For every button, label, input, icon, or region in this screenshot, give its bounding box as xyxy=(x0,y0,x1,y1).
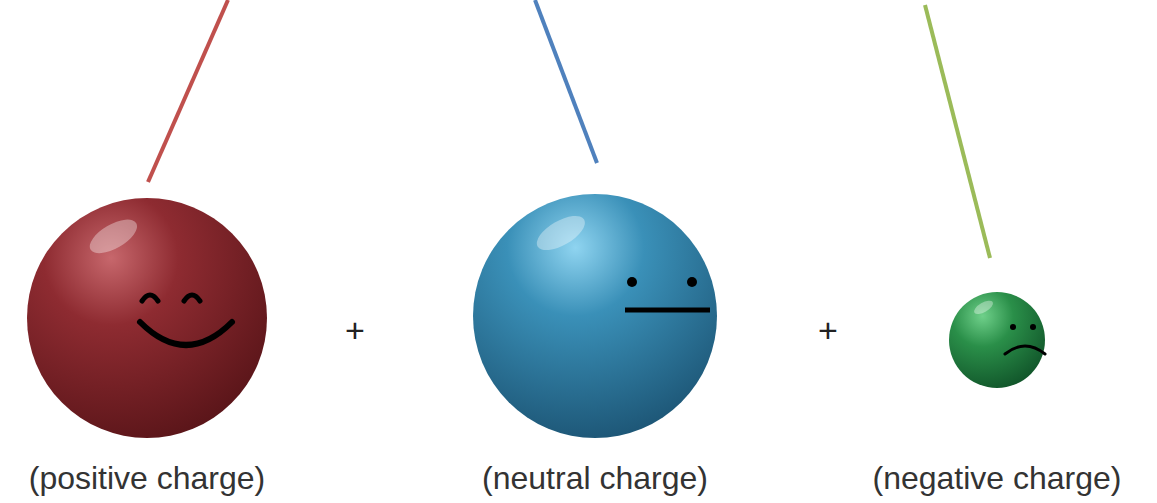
sphere-highlight xyxy=(85,213,143,260)
plus-sign: + xyxy=(345,311,365,349)
eye xyxy=(1010,324,1016,330)
plus-sign: + xyxy=(818,311,838,349)
sphere-highlight xyxy=(531,209,590,257)
eye xyxy=(1030,324,1036,330)
eye xyxy=(627,277,637,287)
sphere-body xyxy=(473,194,717,438)
eye xyxy=(184,295,200,301)
charge-caption: (positive charge) xyxy=(29,459,266,497)
green-leader-line xyxy=(925,5,990,258)
charge-caption: (neutral charge) xyxy=(482,459,708,497)
neutral-sphere xyxy=(473,194,717,438)
charge-sphere: (positive charge) xyxy=(27,198,267,497)
blue-leader-line xyxy=(535,0,597,163)
charge-sphere: (neutral charge) xyxy=(473,194,717,497)
charge-sphere: (negative charge) xyxy=(872,292,1121,497)
charge-caption: (negative charge) xyxy=(872,459,1121,497)
sphere-highlight xyxy=(972,298,995,317)
sphere-body xyxy=(949,292,1045,388)
positive-sphere xyxy=(27,198,267,438)
smile xyxy=(140,322,232,345)
negative-sphere xyxy=(949,292,1045,388)
eye xyxy=(142,295,158,301)
eye xyxy=(687,277,697,287)
flat-mouth xyxy=(625,308,710,313)
sphere-body xyxy=(27,198,267,438)
red-leader-line xyxy=(148,0,228,182)
frown xyxy=(1005,346,1045,354)
